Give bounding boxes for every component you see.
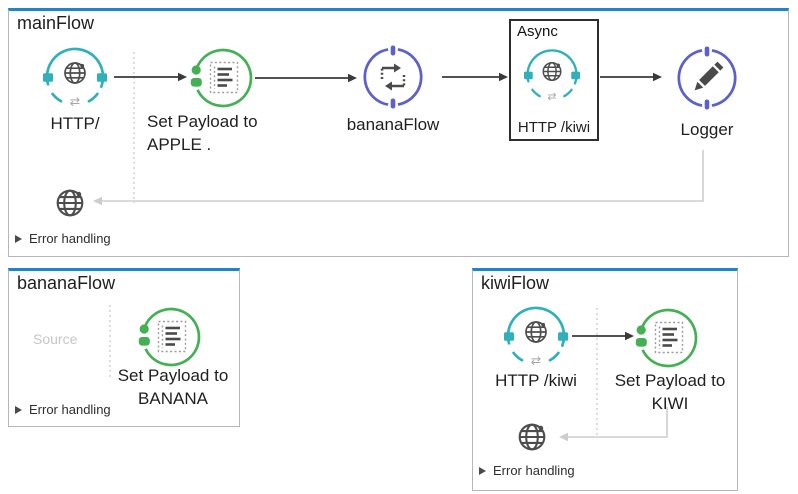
- error-handling-label: Error handling: [29, 402, 111, 417]
- http-request-icon: [524, 47, 580, 103]
- http-listener-icon: [43, 45, 107, 109]
- error-handling-toggle-kiwiflow[interactable]: Error handling: [479, 463, 575, 478]
- flow-container-bananaflow[interactable]: bananaFlow Source Error handling: [8, 268, 240, 427]
- set-payload-label-line1: Set Payload to: [614, 371, 726, 390]
- http-listener-label-kiwi: HTTP /kiwi: [495, 371, 577, 390]
- node-response-endpoint-kiwi[interactable]: [516, 421, 548, 453]
- set-payload-label-line1: Set Payload to: [147, 112, 258, 131]
- set-payload-label-kiwi: Set Payload to KIWI: [600, 369, 740, 415]
- logger-label: Logger: [680, 120, 734, 139]
- source-placeholder: Source: [33, 331, 78, 347]
- set-payload-label-line2: BANANA: [138, 389, 208, 408]
- flow-reference-label: bananaFlow: [346, 115, 440, 134]
- node-set-payload-main[interactable]: [190, 46, 254, 110]
- flow-title-kiwiflow: kiwiFlow: [481, 273, 550, 293]
- expand-triangle-icon: [479, 466, 486, 475]
- error-handling-toggle-mainflow[interactable]: Error handling: [15, 231, 111, 246]
- node-http-listener-main[interactable]: [43, 45, 107, 109]
- expand-triangle-icon: [15, 234, 22, 243]
- logger-pencil-icon: [675, 46, 739, 110]
- error-handling-toggle-bananaflow[interactable]: Error handling: [15, 402, 111, 417]
- set-payload-icon: [635, 306, 699, 370]
- node-http-request-async[interactable]: [524, 47, 580, 103]
- http-listener-label: HTTP/: [50, 114, 100, 133]
- node-response-endpoint-main[interactable]: [54, 187, 86, 219]
- set-payload-label-line1: Set Payload to: [117, 366, 229, 385]
- node-set-payload-banana[interactable]: [138, 305, 202, 369]
- node-http-listener-kiwi[interactable]: [504, 304, 568, 368]
- flow-container-kiwiflow[interactable]: kiwiFlow Error handling: [472, 268, 738, 491]
- flow-title-mainflow: mainFlow: [17, 13, 95, 33]
- error-handling-label: Error handling: [493, 463, 575, 478]
- expand-triangle-icon: [15, 405, 22, 414]
- set-payload-label-line2: KIWI: [651, 394, 689, 413]
- http-request-label: HTTP /kiwi: [517, 119, 591, 136]
- set-payload-label-banana: Set Payload to BANANA: [100, 364, 246, 410]
- node-set-payload-kiwi[interactable]: [635, 306, 699, 370]
- node-flow-reference-bananaflow[interactable]: [361, 45, 425, 109]
- async-scope-title: Async: [517, 23, 558, 40]
- set-payload-label-main: Set Payload to APPLE .: [147, 110, 317, 156]
- http-listener-icon: [504, 304, 568, 368]
- globe-icon: [54, 187, 86, 219]
- error-handling-label: Error handling: [29, 231, 111, 246]
- globe-icon: [516, 421, 548, 453]
- set-payload-icon: [190, 46, 254, 110]
- flow-title-bananaflow: bananaFlow: [17, 273, 116, 293]
- node-logger[interactable]: [675, 46, 739, 110]
- flow-reference-icon: [361, 45, 425, 109]
- set-payload-label-line2: APPLE .: [147, 135, 212, 154]
- set-payload-icon: [138, 305, 202, 369]
